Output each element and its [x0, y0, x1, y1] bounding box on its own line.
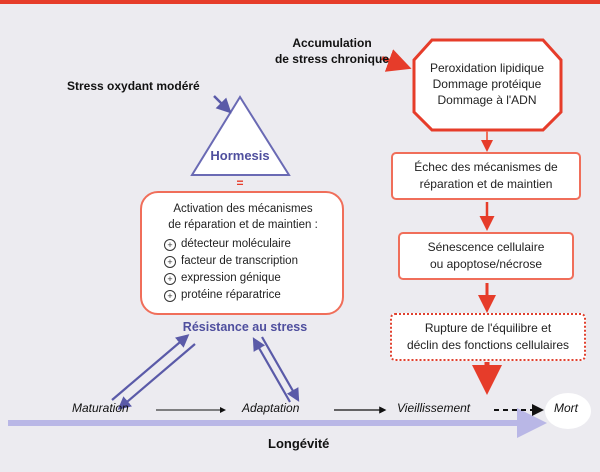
- plus-circle-icon: +: [164, 289, 176, 302]
- resistance-label: Résistance au stress: [182, 320, 308, 334]
- hormesis-label: Hormesis: [210, 148, 270, 163]
- activation-title-2: de réparation et de maintien :: [168, 219, 318, 231]
- plus-circle-icon: +: [164, 272, 176, 285]
- repair-failure-box: Échec des mécanismes de réparation et de…: [391, 152, 581, 200]
- stage-maturation: Maturation: [72, 401, 129, 415]
- activation-box: Activation des mécanismes de réparation …: [140, 191, 344, 315]
- plus-circle-icon: +: [164, 238, 176, 251]
- accumulation-arrow: [381, 49, 412, 72]
- longevity-label: Longévité: [268, 436, 330, 451]
- rupture-box: Rupture de l'équilibre et déclin des fon…: [390, 313, 586, 361]
- list-item: +expression génique: [164, 270, 334, 287]
- list-item: +protéine réparatrice: [164, 287, 334, 304]
- stage-adaptation: Adaptation: [242, 401, 300, 415]
- activation-title-1: Activation des mécanismes: [173, 203, 313, 215]
- stage-vieillissement: Vieillissement: [397, 401, 471, 415]
- list-item: +détecteur moléculaire: [164, 236, 334, 253]
- activation-list: +détecteur moléculaire +facteur de trans…: [164, 236, 334, 304]
- plus-circle-icon: +: [164, 255, 176, 268]
- octagon-text: Peroxidation lipidique Dommage protéique…: [429, 61, 545, 107]
- accumulation-label: Accumulation de stress chronique: [274, 36, 390, 66]
- stress-arrow: [213, 95, 232, 114]
- equals-sign: =: [236, 176, 244, 190]
- stress-label: Stress oxydant modéré: [67, 79, 200, 93]
- senescence-box: Sénescence cellulaire ou apoptose/nécros…: [398, 232, 574, 280]
- damage-octagon: [412, 38, 563, 132]
- top-rule: [0, 0, 600, 4]
- mort-circle: [545, 393, 591, 429]
- stage-mort: Mort: [554, 401, 578, 415]
- list-item: +facteur de transcription: [164, 253, 334, 270]
- hormesis-triangle: [190, 95, 291, 176]
